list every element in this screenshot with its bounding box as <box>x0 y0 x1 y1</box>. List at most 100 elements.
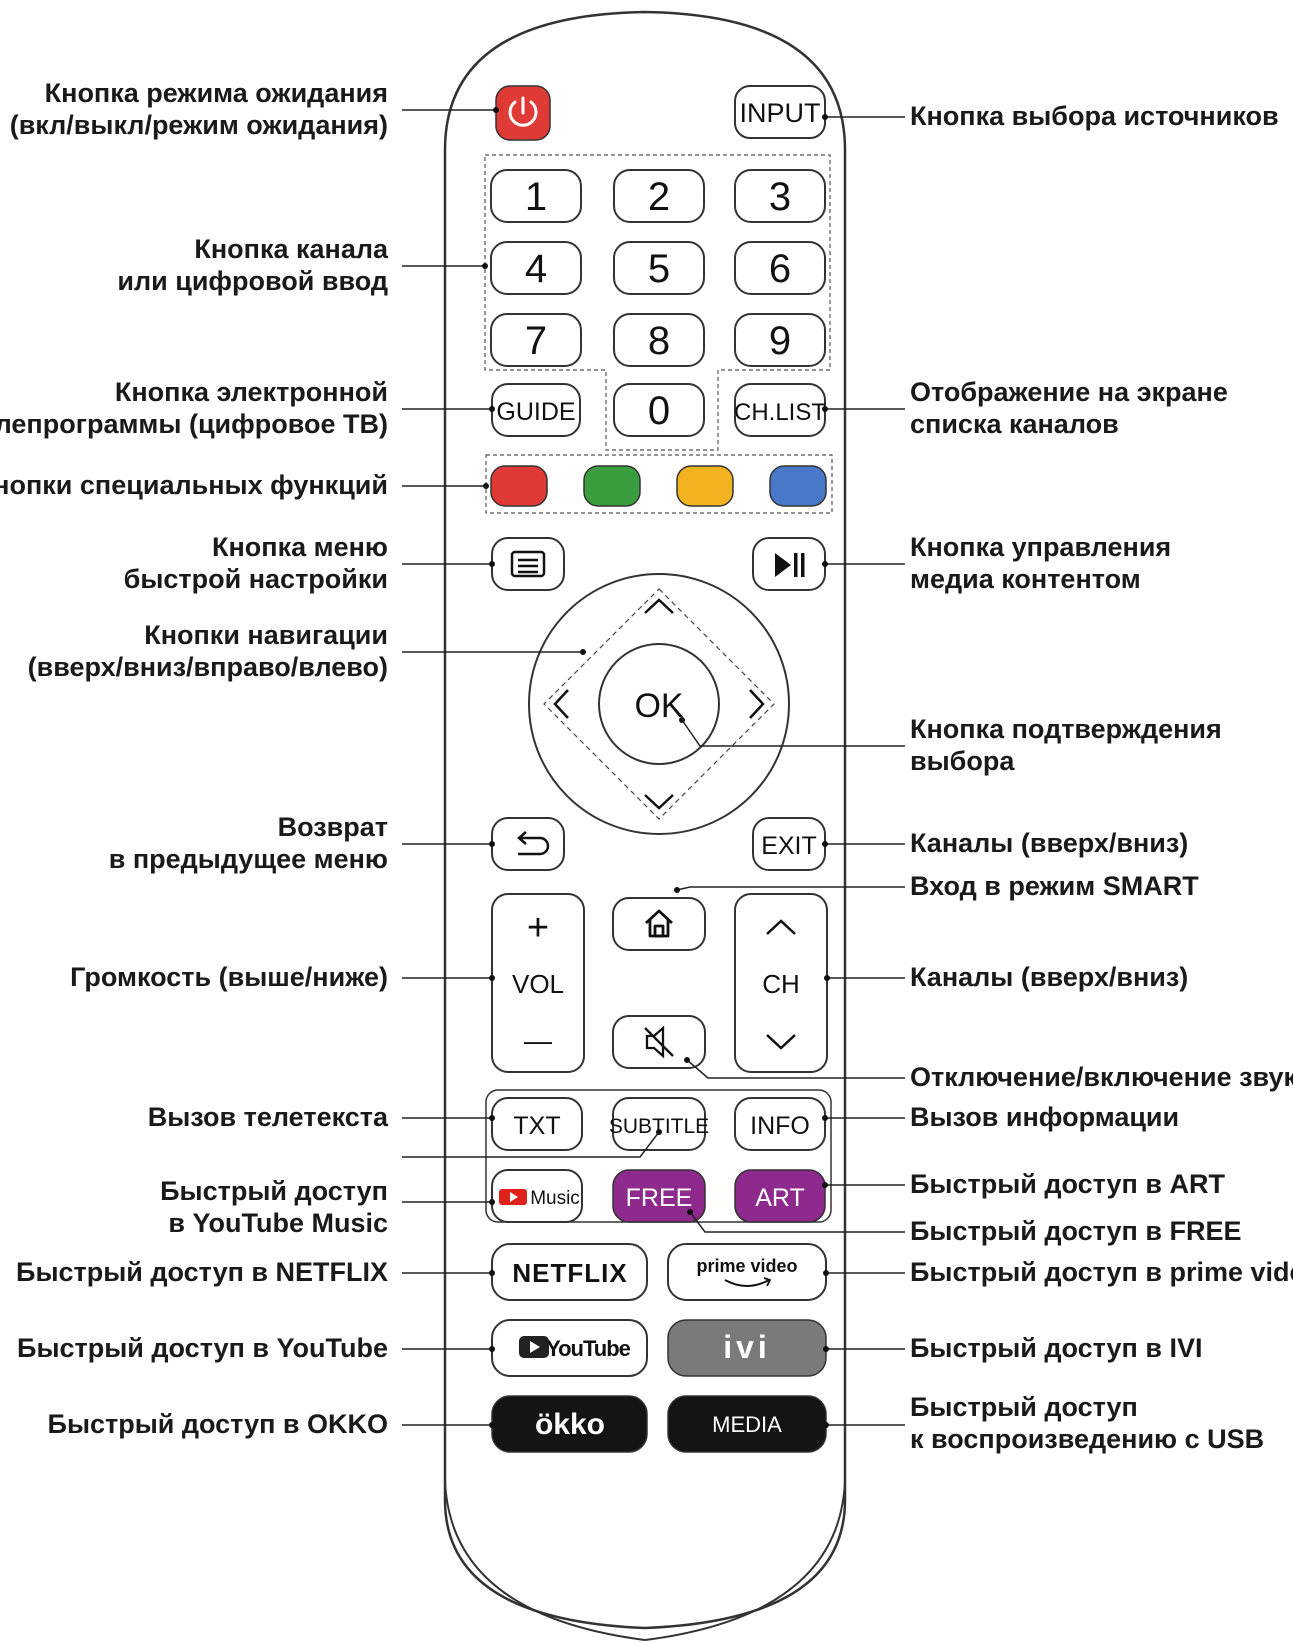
digit-key-label: 7 <box>525 319 547 363</box>
youtube-music-button[interactable]: Music <box>491 1169 583 1223</box>
digit-key-label: 6 <box>769 247 791 291</box>
power-button[interactable] <box>495 85 551 141</box>
volume-plus-label[interactable]: + <box>527 907 549 949</box>
volume-minus-label[interactable]: — <box>524 1025 552 1056</box>
label-volume: Громкость (выше/ниже) <box>70 962 388 992</box>
digit-key[interactable]: 0 <box>613 383 705 437</box>
navigation-diamond <box>543 588 775 820</box>
nav-left-icon[interactable] <box>553 689 569 719</box>
blue-key[interactable] <box>769 465 827 507</box>
label-youtube-music: Быстрый доступ в YouTube Music <box>160 1176 388 1238</box>
channel-label: CH <box>762 969 800 999</box>
channel-up-icon[interactable] <box>766 919 796 935</box>
ivi-button[interactable]: ivi <box>667 1319 827 1377</box>
digit-key[interactable]: 3 <box>734 169 826 223</box>
green-key[interactable] <box>583 465 641 507</box>
label-quick-menu: Кнопка меню быстрой настройки <box>123 532 388 594</box>
mute-icon <box>644 1025 674 1059</box>
ivi-logo: ivi <box>723 1329 771 1365</box>
quick-menu-button[interactable] <box>491 537 565 591</box>
chlist-button[interactable]: CH.LIST <box>734 383 826 437</box>
digit-key[interactable]: 6 <box>734 241 826 295</box>
label-channel-list: Отображение на экране списка каналов <box>910 377 1228 439</box>
youtube-music-label: Music <box>530 1188 580 1209</box>
back-button[interactable] <box>491 817 565 871</box>
nav-down-icon[interactable] <box>644 794 674 810</box>
channel-down-icon[interactable] <box>766 1034 796 1050</box>
ok-button[interactable]: OK <box>598 643 720 765</box>
digit-key[interactable]: 9 <box>734 313 826 367</box>
guide-button-label: GUIDE <box>496 398 575 426</box>
digit-key[interactable]: 2 <box>613 169 705 223</box>
txt-button-label: TXT <box>513 1112 560 1140</box>
youtube-logo: YouTube <box>546 1336 631 1361</box>
nav-up-icon[interactable] <box>644 598 674 614</box>
play-pause-icon <box>775 553 805 577</box>
netflix-button[interactable]: NETFLIX <box>491 1243 648 1301</box>
label-smart: Вход в режим SMART <box>910 871 1199 901</box>
volume-rocker[interactable]: + VOL — <box>491 893 585 1073</box>
txt-button[interactable]: TXT <box>491 1097 583 1151</box>
digit-key[interactable]: 1 <box>490 169 582 223</box>
red-key[interactable] <box>490 465 548 507</box>
yellow-key[interactable] <box>676 465 734 507</box>
prime-smile-icon <box>724 1279 770 1287</box>
prime-video-logo: prime video <box>696 1256 797 1276</box>
power-icon <box>508 96 538 127</box>
label-standby: Кнопка режима ожидания (вкл/выкл/режим о… <box>9 78 388 140</box>
digit-key-label: 2 <box>648 175 670 219</box>
mute-button[interactable] <box>612 1015 706 1069</box>
art-button[interactable]: ART <box>734 1169 826 1223</box>
play-pause-button[interactable] <box>752 537 826 591</box>
label-okko: Быстрый доступ в OKKO <box>47 1409 388 1439</box>
label-epg: Кнопка электронной телепрограммы (цифров… <box>0 377 388 439</box>
digit-key[interactable]: 8 <box>613 313 705 367</box>
media-button[interactable]: MEDIA <box>667 1395 827 1453</box>
okko-button[interactable]: ökko <box>491 1395 648 1453</box>
channel-rocker[interactable]: CH <box>734 893 828 1073</box>
label-art: Быстрый доступ в ART <box>910 1169 1225 1199</box>
remote-body-bottom-edge <box>444 1479 846 1642</box>
label-ivi: Быстрый доступ в IVI <box>910 1333 1203 1363</box>
leader-dots <box>482 107 830 1428</box>
guide-button[interactable]: GUIDE <box>491 383 581 437</box>
label-channel-digits: Кнопка канала или цифровой ввод <box>117 234 388 296</box>
prime-arrow-icon <box>763 1277 772 1287</box>
subtitle-button-label: SUBTITLE <box>609 1115 709 1138</box>
nav-right-icon[interactable] <box>749 689 765 719</box>
youtube-music-play-icon <box>510 1192 518 1202</box>
home-button[interactable] <box>612 897 706 951</box>
input-button-label: INPUT <box>740 98 821 128</box>
label-usb: Быстрый доступ к воспроизведению с USB <box>910 1392 1265 1454</box>
info-button-label: INFO <box>750 1112 810 1140</box>
digit-key-label: 1 <box>525 175 547 219</box>
subtitle-button[interactable]: SUBTITLE <box>609 1097 709 1151</box>
okko-logo: ökko <box>535 1408 605 1441</box>
label-source: Кнопка выбора источников <box>910 101 1279 131</box>
exit-button[interactable]: EXIT <box>752 817 826 871</box>
digit-key[interactable]: 7 <box>490 313 582 367</box>
label-back: Возврат в предыдущее меню <box>108 812 388 874</box>
digit-key-label: 4 <box>525 247 547 291</box>
label-prime: Быстрый доступ в prime video <box>910 1257 1293 1287</box>
youtube-play-icon <box>530 1341 540 1353</box>
ok-button-label: OK <box>634 687 683 725</box>
prime-video-button[interactable]: prime video <box>667 1243 827 1301</box>
label-media-control: Кнопка управления медиа контентом <box>910 532 1172 594</box>
digit-area-outline <box>484 154 831 451</box>
info-button[interactable]: INFO <box>734 1097 826 1151</box>
free-button[interactable]: FREE <box>612 1169 706 1223</box>
digit-key-label: 8 <box>648 319 670 363</box>
free-button-label: FREE <box>626 1184 693 1212</box>
label-mute: Отключение/включение звука <box>910 1062 1293 1092</box>
digit-key[interactable]: 5 <box>613 241 705 295</box>
label-channels: Каналы (вверх/вниз) <box>910 962 1189 992</box>
leader-lines <box>402 109 905 1426</box>
exit-button-label: EXIT <box>761 832 817 860</box>
volume-label: VOL <box>512 969 564 999</box>
digit-key[interactable]: 4 <box>490 241 582 295</box>
youtube-button[interactable]: YouTube <box>491 1319 648 1377</box>
input-button[interactable]: INPUT <box>734 85 826 139</box>
